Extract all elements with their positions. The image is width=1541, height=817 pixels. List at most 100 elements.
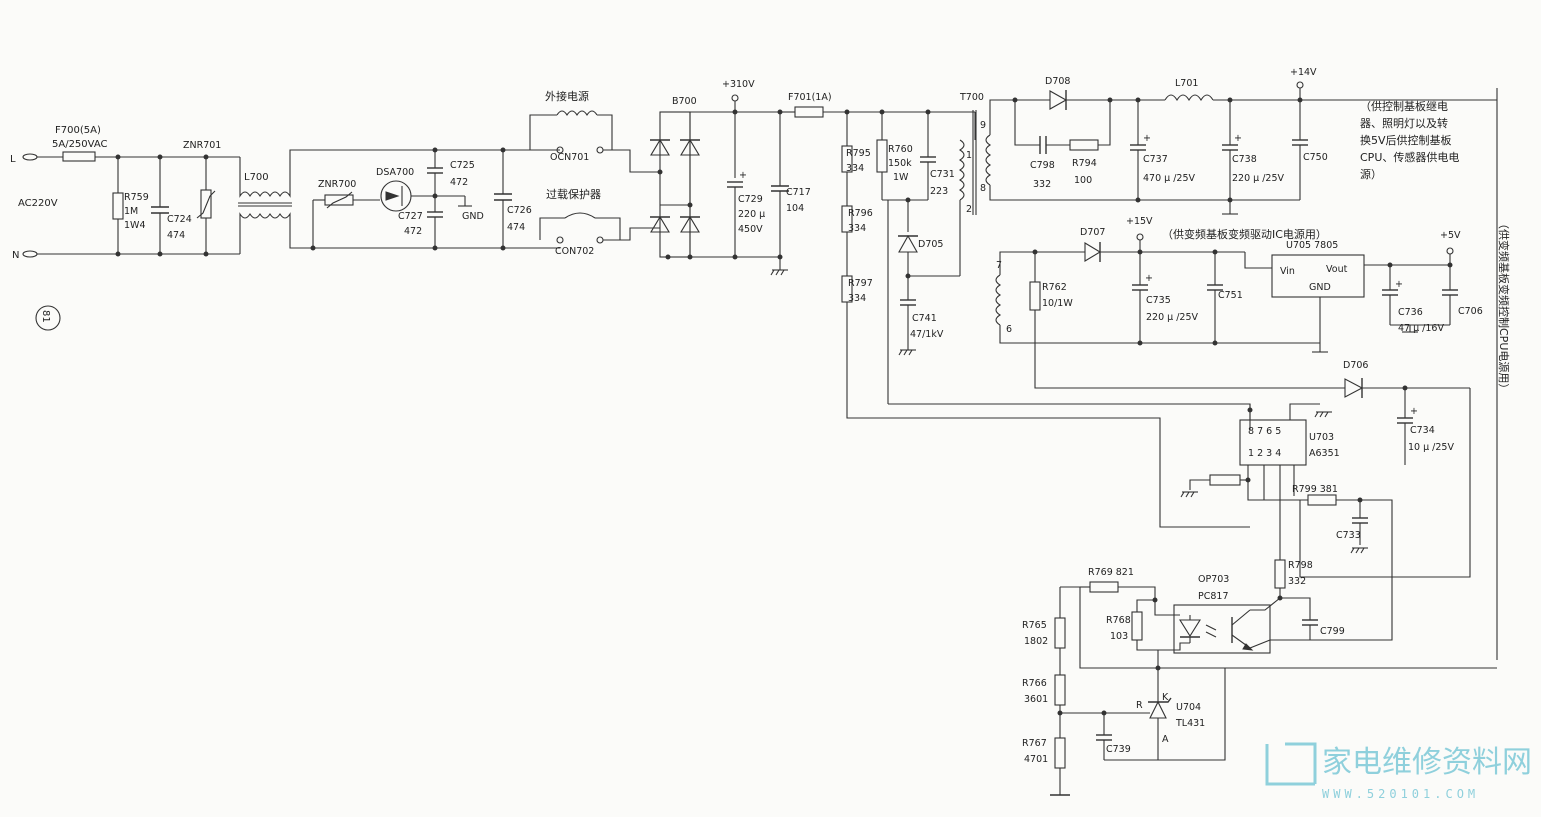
svg-text:100: 100 — [1074, 175, 1092, 186]
svg-text:D708: D708 — [1045, 76, 1070, 87]
svg-text:换5V后供控制基板: 换5V后供控制基板 — [1360, 133, 1452, 147]
svg-text:R: R — [1136, 700, 1143, 711]
svg-text:C734: C734 — [1410, 425, 1435, 436]
svg-text:R766: R766 — [1022, 678, 1047, 689]
svg-text:220 μ /25V: 220 μ /25V — [1146, 312, 1199, 323]
svg-text:R759: R759 — [124, 192, 149, 203]
svg-text:R760: R760 — [888, 144, 913, 155]
svg-text:TL431: TL431 — [1175, 718, 1205, 729]
svg-text:334: 334 — [848, 223, 866, 234]
svg-text:472: 472 — [450, 177, 468, 188]
svg-text:ZNR701: ZNR701 — [183, 140, 221, 151]
svg-text:C727: C727 — [398, 211, 423, 222]
d706-c734: D706 + C734 10 μ /25V — [1035, 360, 1471, 578]
l700: L700 — [238, 149, 560, 254]
tl431-symbol — [1149, 700, 1167, 719]
svg-text:C750: C750 — [1303, 152, 1328, 163]
page-badge: 81 — [35, 305, 61, 331]
svg-text:C735: C735 — [1146, 295, 1171, 306]
svg-text:220 μ /25V: 220 μ /25V — [1232, 173, 1285, 184]
svg-text:+5V: +5V — [1440, 230, 1461, 241]
svg-text:L700: L700 — [244, 172, 269, 183]
svg-text:T700: T700 — [959, 92, 984, 103]
svg-text:R798: R798 — [1288, 560, 1313, 571]
label-N: N — [12, 250, 19, 261]
rail-14v: D708 C798 332 R794 100 + C737 470 μ /25V… — [989, 67, 1511, 660]
label-L: L — [10, 154, 16, 165]
svg-text:C741: C741 — [912, 313, 937, 324]
svg-text:1: 1 — [966, 150, 972, 161]
dsa700: DSA700 — [376, 167, 435, 212]
svg-text:1 2 3 4: 1 2 3 4 — [1248, 448, 1281, 459]
svg-text:D707: D707 — [1080, 227, 1105, 238]
label-ac220v: AC220V — [18, 198, 58, 209]
svg-text:C724: C724 — [167, 214, 192, 225]
con702: 过载保护器 CON702 — [539, 187, 660, 257]
svg-text:C799: C799 — [1320, 626, 1345, 637]
svg-text:F701(1A): F701(1A) — [788, 92, 832, 103]
znr700: ZNR700 — [310, 179, 380, 251]
svg-text:1W4: 1W4 — [124, 220, 145, 231]
start-resistors: R795 334 R796 334 R797 334 — [841, 109, 1250, 528]
svg-text:3601: 3601 — [1024, 694, 1048, 705]
transformer-t700: T700 1 2 9 8 — [958, 92, 992, 276]
svg-text:OP703: OP703 — [1198, 574, 1229, 585]
svg-text:R769 821: R769 821 — [1088, 567, 1134, 578]
svg-text:470 μ /25V: 470 μ /25V — [1143, 173, 1196, 184]
svg-text:C738: C738 — [1232, 154, 1257, 165]
znr701: ZNR701 — [183, 140, 221, 257]
svg-text:+: + — [739, 170, 747, 181]
svg-text:47/1kV: 47/1kV — [910, 329, 944, 340]
c724: C724 474 — [151, 154, 192, 257]
snubber: R760 150k 1W C731 223 D705 C741 47/1kV — [876, 109, 1251, 430]
svg-text:C737: C737 — [1143, 154, 1168, 165]
svg-text:D705: D705 — [918, 239, 943, 250]
svg-text:C731: C731 — [930, 169, 955, 180]
c725-c727: C725 472 GND C727 472 — [398, 147, 484, 251]
svg-text:2: 2 — [966, 204, 972, 215]
svg-text:332: 332 — [1033, 179, 1051, 190]
svg-text:Vin: Vin — [1280, 266, 1295, 277]
svg-text:GND: GND — [1309, 282, 1331, 293]
svg-text:103: 103 — [1110, 631, 1128, 642]
svg-text:外接电源: 外接电源 — [545, 89, 589, 103]
svg-text:ZNR700: ZNR700 — [318, 179, 356, 190]
svg-text:C717: C717 — [786, 187, 811, 198]
svg-text:R762: R762 — [1042, 282, 1067, 293]
svg-text:+: + — [1143, 133, 1151, 144]
svg-text:47 μ /16V: 47 μ /16V — [1398, 323, 1444, 334]
watermark: 家电维修资料网 WWW.520101.COM — [1265, 742, 1532, 801]
svg-text:+: + — [1234, 133, 1242, 144]
svg-text:223: 223 — [930, 186, 948, 197]
svg-text:（供变频基板变频控制CPU电源用）: （供变频基板变频控制CPU电源用） — [1497, 218, 1511, 394]
svg-text:C739: C739 — [1106, 744, 1131, 755]
rail-15v: 7 6 D707 +15V （供变频基板变频驱动IC电源用） R762 10/1… — [995, 216, 1483, 389]
bridge-b700: B700 — [650, 96, 780, 260]
svg-text:C798: C798 — [1030, 160, 1055, 171]
svg-text:1M: 1M — [124, 206, 138, 217]
svg-text:U705 7805: U705 7805 — [1286, 240, 1338, 251]
svg-text:1802: 1802 — [1024, 636, 1048, 647]
svg-text:R795: R795 — [846, 148, 871, 159]
svg-text:K: K — [1162, 692, 1169, 703]
svg-text:CPU、传感器供电电: CPU、传感器供电电 — [1360, 150, 1459, 164]
svg-text:PC817: PC817 — [1198, 591, 1229, 602]
watermark-url: WWW.520101.COM — [1322, 787, 1479, 801]
watermark-text: 家电维修资料网 — [1322, 745, 1532, 780]
svg-text:GND: GND — [462, 211, 484, 222]
svg-text:220 μ: 220 μ — [738, 209, 765, 220]
svg-text:474: 474 — [507, 222, 525, 233]
u705-regulator — [1271, 254, 1365, 298]
page-number: 81 — [40, 310, 51, 323]
svg-text:过载保护器: 过载保护器 — [546, 187, 601, 201]
svg-text:源）: 源） — [1360, 167, 1382, 181]
svg-text:C726: C726 — [507, 205, 532, 216]
svg-text:R765: R765 — [1022, 620, 1047, 631]
svg-text:472: 472 — [404, 226, 422, 237]
u703-a6351: 8 7 6 5 1 2 3 4 U703 A6351 R799 381 C733 — [1180, 403, 1393, 641]
svg-text:334: 334 — [846, 163, 864, 174]
svg-text:C729: C729 — [738, 194, 763, 205]
svg-text:474: 474 — [167, 230, 185, 241]
svg-text:C733: C733 — [1336, 530, 1361, 541]
